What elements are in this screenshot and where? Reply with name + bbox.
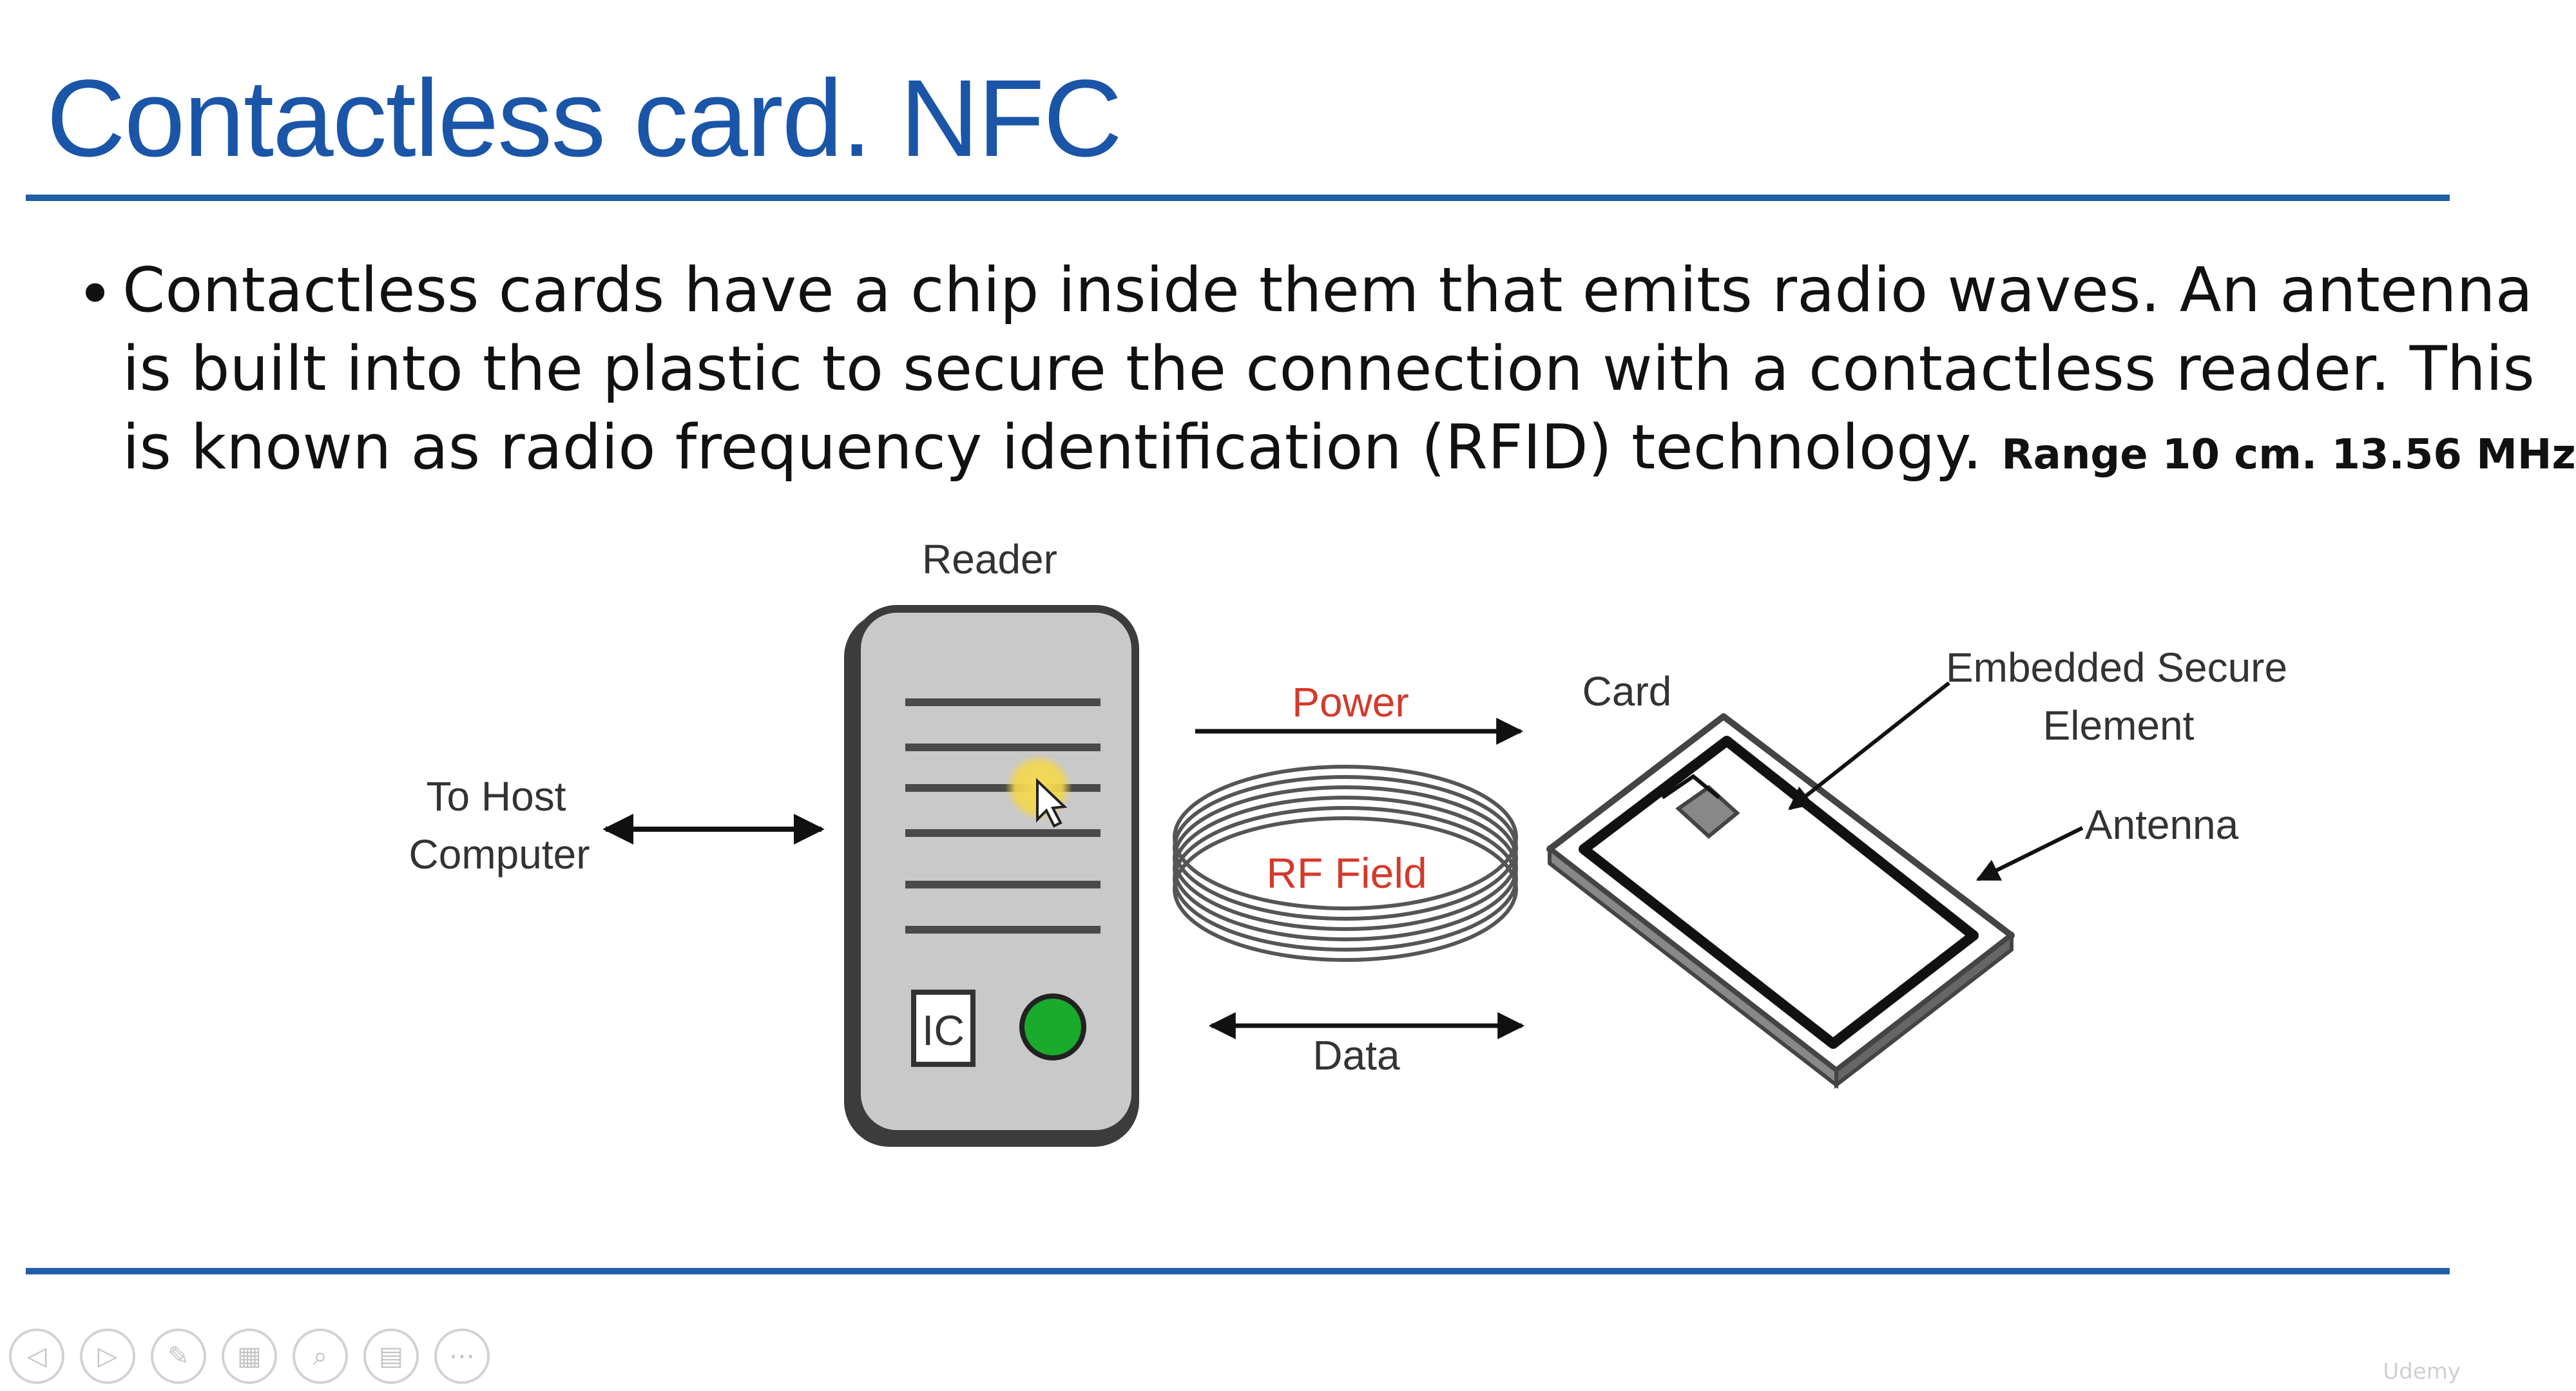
mouse-cursor-icon [1036,778,1068,828]
secure-element-label-line1: Embedded Secure [1946,644,2287,691]
bullet-line-1: Contactless cards have a chip inside the… [122,255,2533,326]
udemy-watermark: Udemy [2383,1359,2461,1385]
rf-field-label: RF Field [1266,849,1427,897]
footer-divider [26,1268,2450,1274]
card-antenna-loop [1579,736,1979,1049]
card-label: Card [1582,668,1672,715]
ic-chip-box [911,990,976,1067]
contactless-card [1546,713,2015,1089]
bullet-line-3: is known as radio frequency identificati… [122,412,1983,483]
antenna-label: Antenna [2085,801,2239,848]
secure-element-chip [1675,785,1740,839]
previous-icon[interactable]: ◁ [9,1329,64,1384]
host-label-line2: Computer [409,831,590,878]
ic-label: IC [922,1006,965,1054]
reader-label: Reader [922,536,1057,582]
rf-field-coils [1173,765,1518,962]
bullet-text: Contactless cards have a chip inside the… [122,251,2576,494]
status-led [1019,993,1086,1060]
title-divider [26,195,2450,201]
range-note: Range 10 cm. 13.56 MHz [2001,431,2576,479]
slideshow-toolbar: ◁ ▷ ✎ ▦ ⌕ ▤ ⋯ [9,1327,490,1385]
host-label-line1: To Host [427,773,566,820]
page-title: Contactless card. NFC [46,57,1122,180]
slide: Contactless card. NFC • Contactless card… [9,57,2576,1385]
zoom-icon[interactable]: ⌕ [293,1329,348,1384]
bullet-line-2: is built into the plastic to secure the … [122,334,2535,405]
slides-icon[interactable]: ▦ [222,1329,277,1384]
reader-device: IC [844,605,1139,1147]
power-label: Power [1292,679,1408,725]
secure-element-pointer [1788,681,1950,811]
secure-element-label-line2: Element [2043,702,2195,749]
antenna-pointer [1975,826,2084,881]
next-icon[interactable]: ▷ [80,1329,135,1384]
pen-icon[interactable]: ✎ [151,1329,206,1384]
subtitles-icon[interactable]: ▤ [363,1329,419,1384]
rfid-diagram: Reader IC To Host Computer Power [409,536,2287,1147]
data-label: Data [1312,1032,1400,1079]
more-icon[interactable]: ⋯ [434,1329,490,1384]
bullet-marker: • [76,256,114,332]
bullet-line-3-wrap: is known as radio frequency identificati… [122,408,2576,494]
